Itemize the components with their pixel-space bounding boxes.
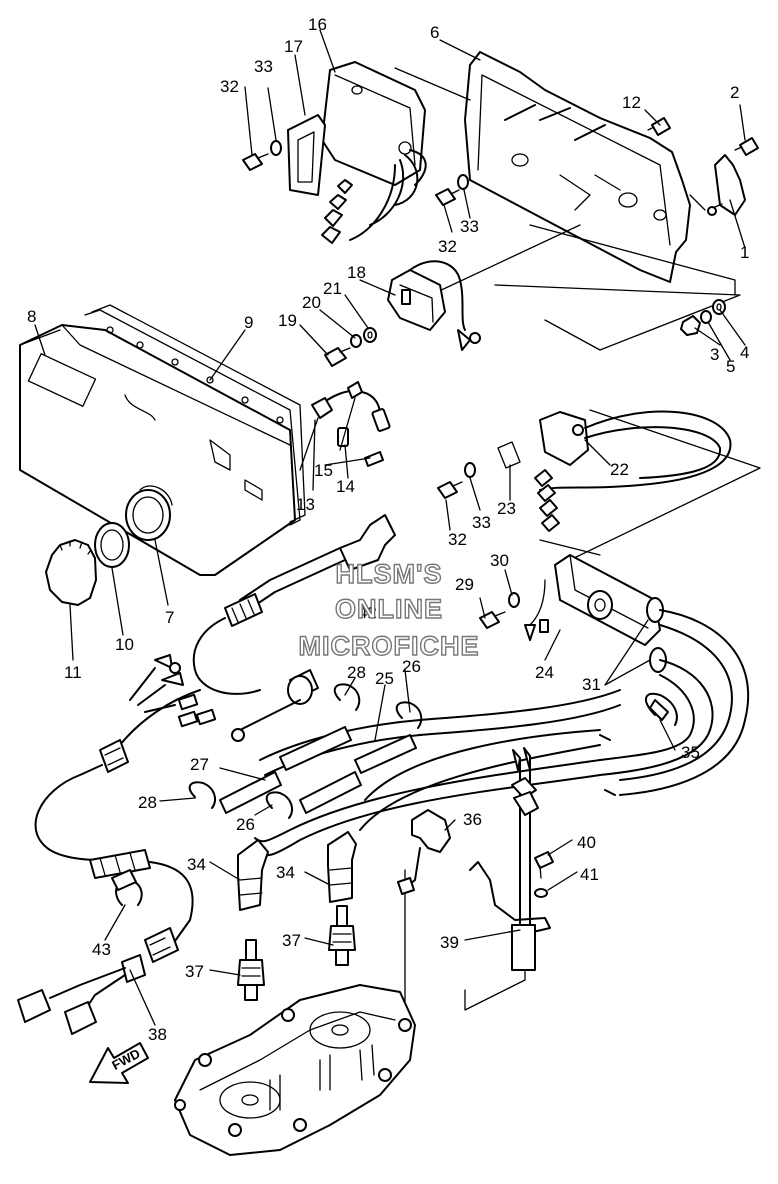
callout-22: 22: [610, 460, 629, 479]
callout-3: 3: [710, 345, 719, 364]
callout-33c: 33: [472, 513, 491, 532]
callout-39: 39: [440, 933, 459, 952]
bracket-bolt: [534, 851, 554, 898]
case-cap: [45, 539, 97, 606]
callout-20: 20: [302, 293, 321, 312]
cable-clamp: [645, 692, 678, 726]
callout-23: 23: [497, 499, 516, 518]
callout-35: 35: [681, 743, 700, 762]
callout-36: 36: [463, 810, 482, 829]
nut-washers: [680, 299, 726, 336]
case-gasket: [91, 304, 306, 523]
ignition-coil: [524, 554, 661, 646]
callout-38: 38: [148, 1025, 167, 1044]
callout-32c: 32: [448, 530, 467, 549]
electrical-box-cover: [464, 51, 691, 283]
coil-bolt: [479, 592, 520, 629]
callout-42: 42: [358, 603, 377, 622]
callout-29: 29: [455, 575, 474, 594]
callout-33b: 33: [460, 217, 479, 236]
callout-32a: 32: [220, 77, 239, 96]
callout-18: 18: [347, 263, 366, 282]
cylinder-head: [174, 984, 416, 1156]
callout-7: 7: [165, 608, 174, 627]
callout-13: 13: [296, 495, 315, 514]
callout-1: 1: [740, 243, 749, 262]
callout-40: 40: [577, 833, 596, 852]
cdi-bolt: [242, 140, 282, 171]
callout-32b: 32: [438, 237, 457, 256]
spark-plug-caps: [237, 831, 357, 911]
callout-11: 11: [64, 663, 82, 682]
callout-33a: 33: [254, 57, 273, 76]
callout-34a: 34: [187, 855, 206, 874]
leader-lines: [394, 67, 761, 1021]
callout-28b: 28: [138, 793, 157, 812]
callout-14: 14: [336, 477, 355, 496]
callout-41: 41: [580, 865, 599, 884]
bolt-washers-relay: [324, 327, 377, 367]
watermark-line-2: ONLINE: [335, 594, 443, 624]
callout-leaders: [34, 29, 746, 1026]
callout-15: 15: [314, 461, 333, 480]
callout-8: 8: [27, 307, 36, 326]
main-wire-harness: [17, 514, 396, 1035]
cdi-unit: [287, 61, 427, 244]
callout-26b: 26: [236, 815, 255, 834]
callout-34b: 34: [276, 863, 295, 882]
watermark-line-3: MICROFICHE: [299, 631, 480, 661]
o-ring: [94, 522, 130, 568]
callout-9: 9: [244, 313, 253, 332]
cover-bolt-mid: [435, 174, 469, 206]
callout-17: 17: [284, 37, 303, 56]
callout-10: 10: [115, 635, 134, 654]
sensor-bracket: [469, 747, 551, 971]
callout-24: 24: [535, 663, 554, 682]
electrical-case: [19, 309, 301, 576]
callout-19: 19: [278, 311, 297, 330]
callout-4: 4: [740, 343, 749, 362]
spark-plugs: [237, 905, 356, 1001]
callout-6: 6: [430, 23, 439, 42]
relay: [387, 260, 481, 351]
callout-28a: 28: [347, 663, 366, 682]
harness-band: [111, 869, 143, 906]
sub-harness: [299, 381, 391, 471]
watermark-line-1: HLSM'S: [336, 559, 443, 589]
callout-37b: 37: [282, 931, 301, 950]
callout-numbers: 1 2 3 4 5 6 7 8 9 10 11 12 13 14 15 16 1…: [27, 15, 749, 1044]
watermark: HLSM'S ONLINE MICROFICHE: [298, 558, 480, 661]
callout-26a: 26: [402, 657, 421, 676]
callout-21: 21: [323, 279, 342, 298]
callout-12: 12: [622, 93, 641, 112]
cover-bolts: [647, 117, 759, 216]
callout-27: 27: [190, 755, 209, 774]
callout-2: 2: [730, 83, 739, 102]
hose-clamps: [188, 683, 423, 819]
cable-holder: [397, 809, 451, 895]
coil-bracket: [497, 410, 732, 532]
stop-switch-bolt: [437, 462, 476, 499]
callout-5: 5: [726, 357, 735, 376]
callout-37a: 37: [185, 962, 204, 981]
protector-tubes: [219, 726, 417, 814]
callout-30: 30: [490, 551, 509, 570]
forward-arrow-icon: FWD: [89, 1042, 149, 1084]
callout-25: 25: [375, 669, 394, 688]
callout-43: 43: [92, 940, 111, 959]
callout-31: 31: [582, 675, 601, 694]
callout-16: 16: [308, 15, 327, 34]
